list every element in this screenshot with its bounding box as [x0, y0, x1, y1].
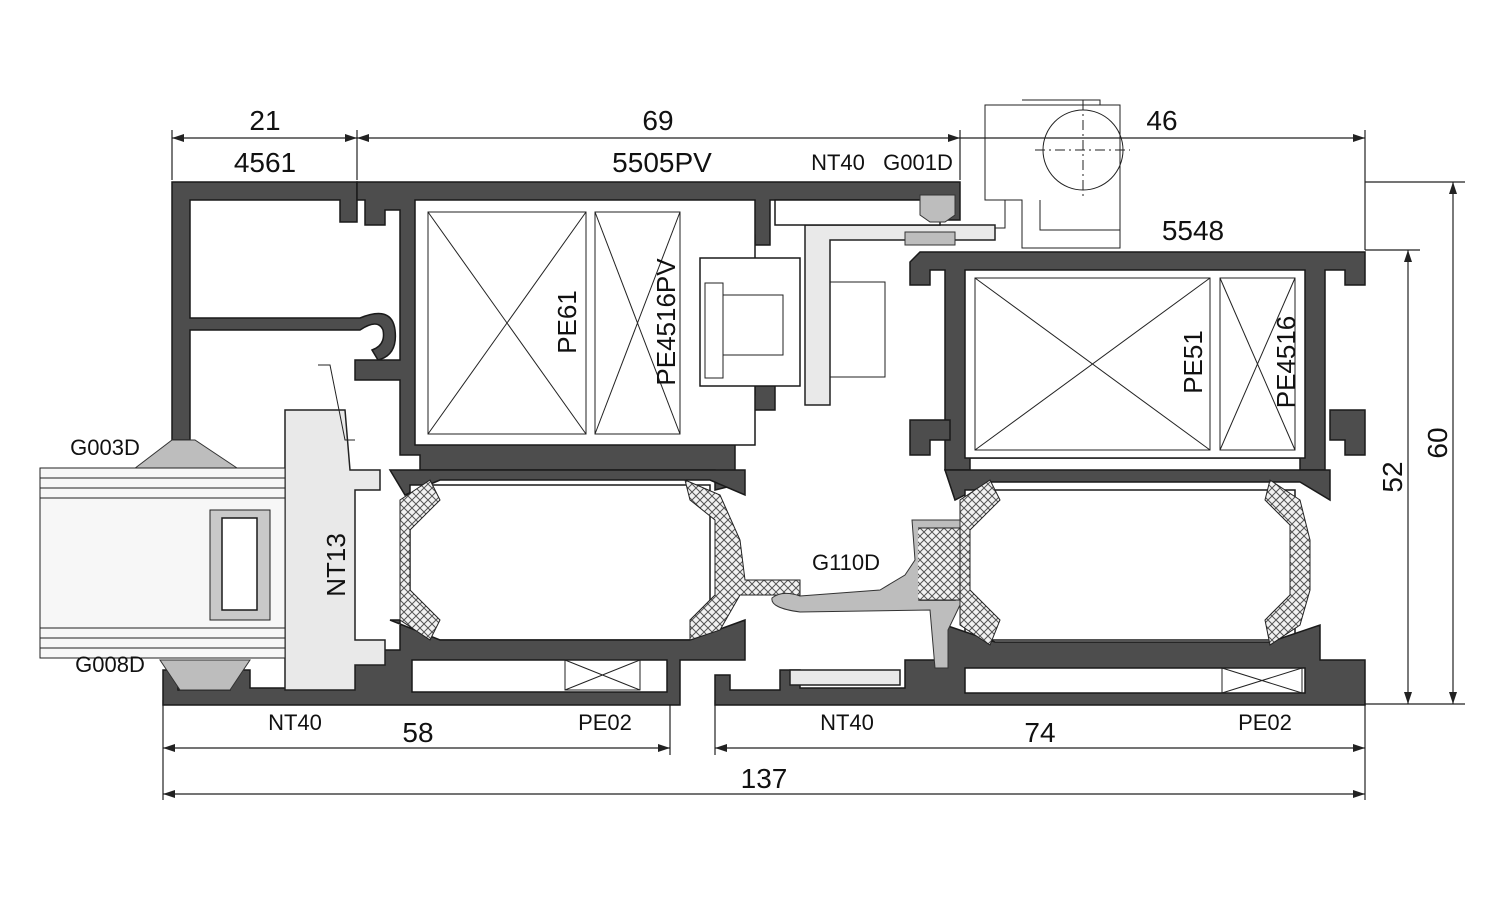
insert-pe4516pv — [594, 211, 681, 435]
frame-4561 — [128, 181, 397, 473]
label-pe61: PE61 — [552, 290, 582, 354]
g001d-gasket — [904, 194, 956, 246]
nt13-bead — [284, 364, 386, 691]
g110d-gasket — [771, 519, 961, 669]
dim-top-middle: 69 — [642, 105, 673, 136]
label-pe4516: PE4516 — [1271, 316, 1301, 409]
hinge-block — [704, 281, 886, 379]
insert-pe61 — [427, 211, 587, 435]
label-g003d: G003D — [70, 435, 140, 460]
label-5548: 5548 — [1162, 215, 1224, 246]
insert-pe51 — [974, 277, 1211, 451]
label-pe02-left: PE02 — [578, 710, 632, 735]
pe02-left-insert — [564, 659, 641, 691]
label-g001d: G001D — [883, 150, 953, 175]
dim-height-outer: 60 — [1422, 427, 1453, 458]
label-g008d: G008D — [75, 652, 145, 677]
dimension-lines — [162, 130, 1465, 800]
sash-5548 — [909, 251, 1366, 471]
dim-top-left: 21 — [249, 105, 280, 136]
label-pe51: PE51 — [1178, 330, 1208, 394]
dim-top-right: 46 — [1146, 105, 1177, 136]
label-pe02-right: PE02 — [1238, 710, 1292, 735]
g003d-gasket — [128, 439, 242, 473]
dim-bottom-right: 74 — [1024, 717, 1055, 748]
label-4561: 4561 — [234, 147, 296, 178]
label-nt40-bottom-right: NT40 — [820, 710, 874, 735]
frame-5505pv — [354, 181, 961, 491]
hinge-outline — [804, 99, 1130, 406]
sash-lower-chamber — [714, 469, 1366, 706]
label-pe4516pv: PE4516PV — [651, 258, 681, 386]
g008d-gasket — [159, 659, 251, 691]
dim-height-inner: 52 — [1377, 461, 1408, 492]
label-g110d: G110D — [812, 550, 880, 575]
label-nt13: NT13 — [321, 533, 351, 597]
frame-lower-chamber — [162, 469, 801, 706]
label-nt40-bottom-left: NT40 — [268, 710, 322, 735]
insert-pe4516 — [1219, 277, 1296, 451]
glazing-unit — [39, 467, 286, 691]
dim-bottom-left: 58 — [402, 717, 433, 748]
pe02-right-insert — [1221, 667, 1303, 694]
label-nt40-top: NT40 — [811, 150, 865, 175]
label-5505pv: 5505PV — [612, 147, 712, 178]
dim-overall: 137 — [741, 763, 788, 794]
